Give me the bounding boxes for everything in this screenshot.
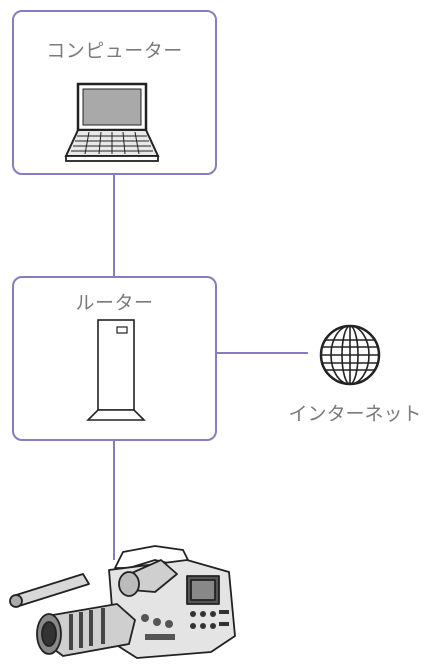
- computer-label: コンピューター: [46, 40, 183, 62]
- link-computer-router: [113, 174, 115, 277]
- internet-label: インターネット: [288, 403, 422, 425]
- router-label: ルーター: [75, 292, 154, 314]
- computer-node: コンピューター: [12, 10, 217, 175]
- laptop-icon: [64, 82, 160, 162]
- router-icon: [86, 319, 146, 421]
- globe-icon: [319, 324, 381, 386]
- link-router-camera: [113, 440, 115, 560]
- link-router-internet: [216, 352, 308, 354]
- camcorder-icon: [9, 545, 236, 659]
- router-node: ルーター: [12, 276, 217, 441]
